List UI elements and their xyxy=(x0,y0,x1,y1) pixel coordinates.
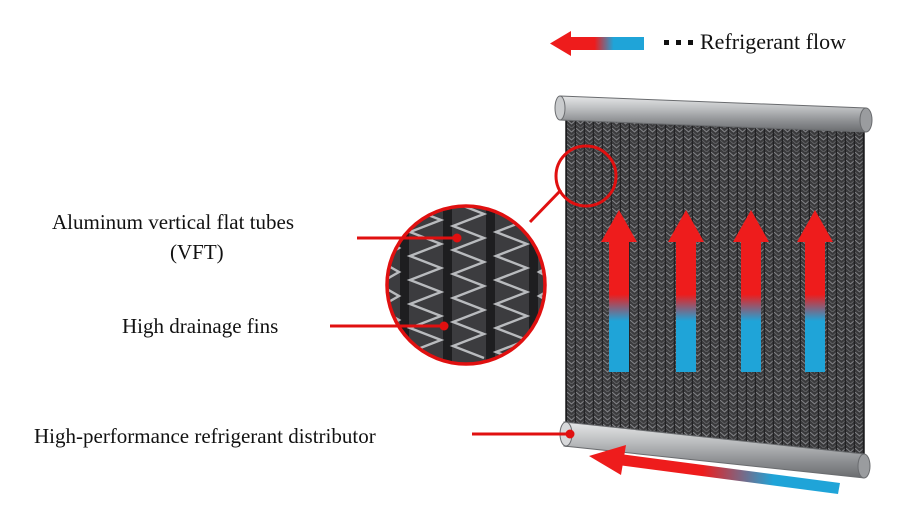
tubes-leader-dot xyxy=(452,233,462,243)
legend-dots xyxy=(664,40,693,45)
zoom-tubes xyxy=(400,206,538,364)
fins-leader-dot xyxy=(439,321,449,331)
distributor-leader-dot xyxy=(565,429,575,439)
distributor-label: High-performance refrigerant distributor xyxy=(34,424,376,448)
zoom-circle-border xyxy=(385,204,547,366)
flow-arrow xyxy=(668,210,704,372)
inlet-flow-arrow xyxy=(589,445,840,494)
legend-label: Refrigerant flow xyxy=(700,29,846,54)
tubes-label-abbrev: (VFT) xyxy=(170,240,224,264)
magnified-detail xyxy=(385,204,547,366)
flow-arrow xyxy=(601,210,637,372)
top-header-pipe xyxy=(554,95,873,133)
tubes-label: Aluminum vertical flat tubes xyxy=(52,210,295,234)
callout-lines xyxy=(330,233,575,439)
fins-label: High drainage fins xyxy=(122,314,279,338)
vertical-flow-arrows xyxy=(601,210,833,372)
legend-arrowhead xyxy=(550,31,571,56)
zoom-connector xyxy=(528,188,563,224)
flow-arrow xyxy=(797,210,833,372)
legend xyxy=(550,31,693,56)
zoom-source-circle xyxy=(554,144,618,208)
flow-arrow xyxy=(733,210,769,372)
magnifier xyxy=(528,144,618,224)
legend-bar xyxy=(568,37,644,50)
